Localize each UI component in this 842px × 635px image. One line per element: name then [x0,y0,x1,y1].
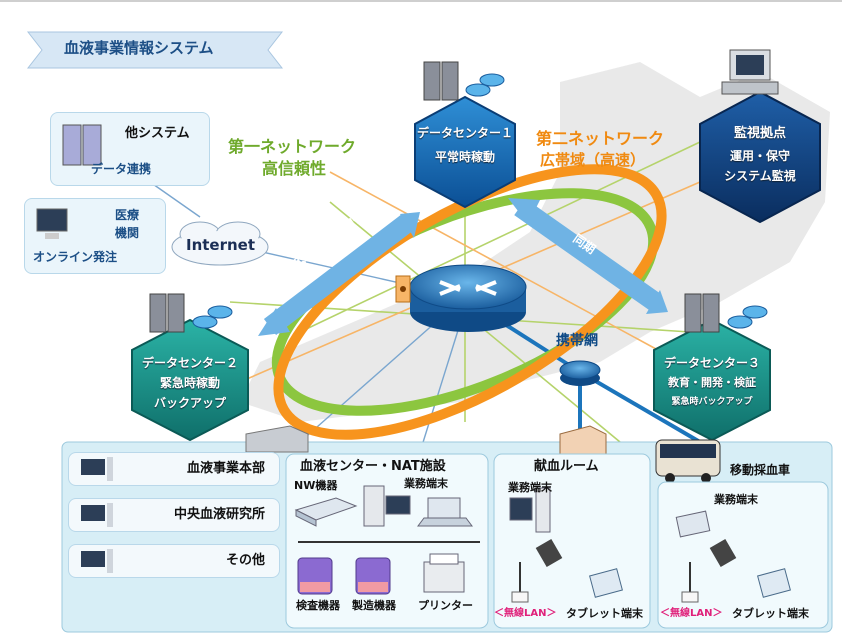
tablet-label: タブレット端末 [566,607,643,620]
bus-icon [655,439,721,483]
mobile-network-label: 携帯網 [556,333,598,349]
bus-tablet-icon [757,568,791,598]
institute-pc-icon [81,503,113,527]
medical-label-1: 医療 [115,208,140,222]
terminal-label: 業務端末 [404,477,448,490]
card-reader-icon [535,538,563,568]
bus-tablet-label: タブレット端末 [732,607,809,620]
monitor-sub2: システム監視 [724,169,796,183]
first-network-label: 第一ネットワーク [228,137,357,156]
online-order-label: オンライン発注 [33,250,118,264]
second-network-label: 第二ネットワーク [536,129,665,148]
other-pc-icon [81,549,113,573]
dc2-sub1: 緊急時稼動 [159,376,220,390]
core-router-icon [409,264,527,332]
japan-map-shape [240,62,830,422]
site-card-institute: 中央血液研究所 [68,498,280,532]
laptop-terminal-icon [417,497,473,527]
pc-icon [36,208,68,239]
other-system-card: 他システム データ連携 [50,112,210,186]
dc2-sub2: バックアップ [153,396,226,410]
inspection-device-icon [297,557,333,595]
institute-label: 中央血液研究所 [173,507,265,522]
inspection-label: 検査機器 [296,599,340,612]
monitor-workstation-icon [721,49,779,95]
other-system-label: 他システム [125,126,190,141]
dc2-servers-icon [149,293,233,333]
internet-label: Internet [186,236,256,254]
second-network-sub: 広帯域（高速） [540,151,646,169]
bus-card-reader-icon [709,538,737,568]
nw-device-label: NW機器 [294,479,338,492]
donation-terminal-icon [509,487,551,533]
hq-pc-icon [81,457,113,481]
tablet-icon [589,568,623,598]
wlan-label: ＜無線LAN＞ [494,608,557,619]
monitor-hexagon [699,90,821,224]
internet-cloud-icon [171,221,269,266]
site-card-other: その他 [68,544,280,578]
dc3-sub1: 教育・開発・検証 [668,376,756,389]
manufacturing-device-icon [355,557,391,595]
bus-wlan-ap-icon [681,562,699,603]
banner-title: 血液事業情報システム [64,39,214,57]
dc1-sub: 平常時稼動 [434,150,495,164]
blood-center-building-icon [245,425,309,453]
dc3-sub2: 緊急時バックアップ [671,397,753,407]
bus-wlan-label: ＜無線LAN＞ [660,608,723,619]
server-rack-icon [62,124,102,166]
banner-ribbon [26,31,284,69]
first-network-sub: 高信頼性 [262,159,327,178]
printer-label: プリンター [418,599,473,612]
sync-arrow-left [258,212,420,336]
blood-center-title: 血液センター・NAT施設 [300,459,446,474]
other-site-label: その他 [225,553,265,568]
bus-title: 移動採血車 [730,463,791,477]
wlan-ap-icon [511,562,529,603]
dc1-title: データセンター１ [416,126,513,140]
monitor-sub1: 運用・保守 [729,149,790,163]
nw-device-icon [294,497,358,527]
manufacturing-label: 製造機器 [352,599,396,612]
hq-label: 血液事業本部 [186,461,265,476]
second-network-ring [273,164,667,440]
dc1-servers-icon [423,61,505,101]
dc2-title: データセンター２ [141,356,238,370]
donation-room-building-icon [559,425,607,455]
dc3-title: データセンター３ [663,356,760,370]
sync-arrow-right [508,198,668,314]
bus-terminal-label: 業務端末 [714,493,758,506]
site-card-hq: 血液事業本部 [68,452,280,486]
printer-icon [423,553,465,593]
data-link-label: データ連携 [91,162,152,176]
bus-laptop-icon [675,510,711,538]
donation-room-title: 献血ルーム [534,459,599,474]
donation-terminal-label: 業務端末 [508,481,552,494]
mobile-router-icon [559,360,601,386]
medical-label-2: 機関 [115,226,140,240]
firewall-icon [395,275,411,303]
medical-institution-card: 医療 機関 オンライン発注 [24,198,166,274]
dc1-hexagon [414,95,516,209]
monitor-title: 監視拠点 [733,126,786,141]
desktop-terminal-icon [363,485,411,527]
dc3-servers-icon [684,293,768,333]
dc2-hexagon [131,318,249,442]
